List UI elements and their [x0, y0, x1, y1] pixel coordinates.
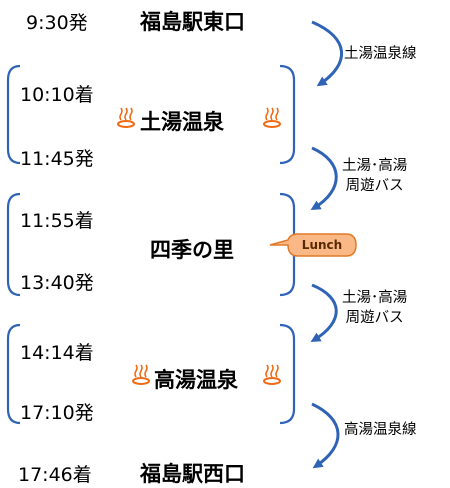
route-arrow-4: [311, 402, 340, 469]
lunch-callout: [269, 233, 357, 257]
departure-time-shikinosato: 13:40発: [20, 272, 94, 294]
stop-fukushima-east: 福島駅東口: [140, 10, 245, 34]
stop-tsuchiyu: 土湯温泉: [140, 110, 224, 134]
route-label-2: 土湯･高湯 周遊バス: [342, 156, 407, 196]
route-arrow-2: [310, 146, 338, 211]
hot-spring-icon: [117, 107, 281, 385]
route-label-1: 土湯温泉線: [344, 46, 417, 62]
bracket-takayu: [6, 323, 296, 425]
lunch-callout-label: Lunch: [301, 238, 343, 252]
stop-takayu: 高湯温泉: [154, 368, 238, 392]
route-label-3-line2: 周遊バス: [345, 310, 404, 326]
route-label-3-line1: 土湯･高湯: [342, 290, 408, 306]
route-arrow-1: [311, 20, 344, 87]
route-label-4: 高湯温泉線: [344, 422, 417, 438]
departure-time-fukushima-east: 9:30発: [26, 12, 88, 34]
arrival-time-takayu: 14:14着: [20, 342, 94, 364]
route-label-2-line2: 周遊バス: [345, 178, 404, 194]
route-label-2-line1: 土湯･高湯: [342, 158, 408, 174]
departure-time-tsuchiyu: 11:45発: [20, 148, 94, 170]
arrival-time-fukushima-west: 17:46着: [18, 464, 92, 486]
stop-shikinosato: 四季の里: [150, 238, 234, 262]
bracket-dsuyu: [6, 64, 296, 165]
arrival-time-shikinosato: 11:55着: [20, 210, 94, 232]
route-arrow-3: [310, 283, 338, 343]
arrival-time-tsuchiyu: 10:10着: [20, 84, 94, 106]
route-label-3: 土湯･高湯 周遊バス: [342, 288, 407, 328]
stop-fukushima-west: 福島駅西口: [140, 462, 245, 486]
departure-time-takayu: 17:10発: [20, 402, 94, 424]
